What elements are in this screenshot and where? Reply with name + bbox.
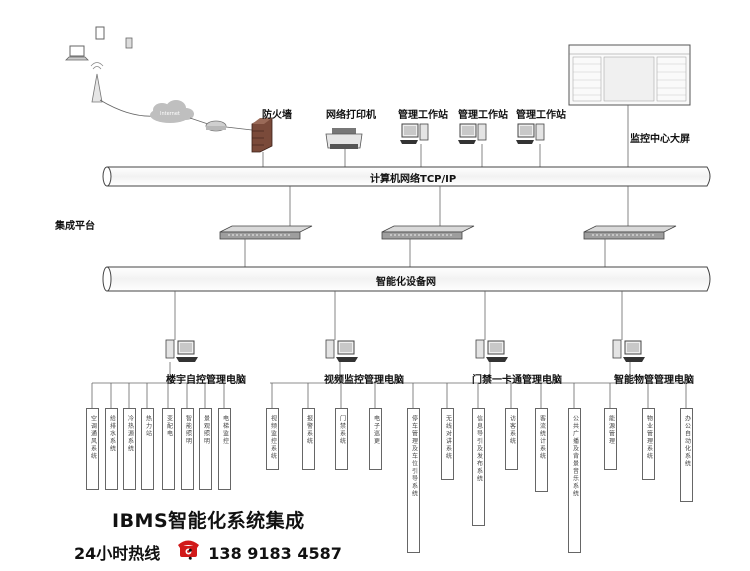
printer-label: 网络打印机 — [326, 110, 376, 121]
workstation-label-2: 管理工作站 — [458, 110, 508, 121]
subsystem-box: 电子巡更 — [369, 408, 382, 470]
device-network-label: 智能化设备网 — [376, 277, 436, 288]
subsystem-box: 无线对讲系统 — [441, 408, 454, 480]
internet-cloud-icon — [150, 100, 194, 123]
hotline: 24小时热线：138 9183 4587 — [74, 544, 342, 563]
subsystem-box: 冷热源系统 — [123, 408, 136, 490]
switch-icon — [381, 225, 475, 240]
subsystem-box: 停车管理及车位引导系统 — [407, 408, 420, 553]
red-phone-icon — [178, 540, 199, 557]
subsystem-box: 访客系统 — [505, 408, 518, 470]
subsystem-box: 办公自动化系统 — [680, 408, 693, 502]
management-pc-icon — [165, 339, 198, 362]
pc-label-cctv: 视频监控管理电脑 — [324, 375, 404, 386]
workstation-icon — [516, 123, 545, 144]
pc-label-access: 门禁一卡通管理电脑 — [472, 375, 562, 386]
workstation-icon — [400, 123, 429, 144]
subsystem-box: 变配电 — [162, 408, 175, 490]
subsystem-box: 公共广播及背景音乐系统 — [568, 408, 581, 553]
page-title: IBMS智能化系统集成 — [112, 510, 305, 532]
big-screen-label: 监控中心大屏 — [630, 134, 690, 145]
subsystem-box: 景观照明 — [199, 408, 212, 490]
laptop-icon — [65, 45, 89, 61]
phone-icon — [125, 37, 133, 49]
computer-network-label: 计算机网络TCP/IP — [370, 174, 457, 185]
management-pc-icon — [475, 339, 508, 362]
subsystem-box: 热力站 — [141, 408, 154, 490]
subsystem-box: 客流统计系统 — [535, 408, 548, 492]
workstation-icon — [458, 123, 487, 144]
firewall-label: 防火墙 — [262, 110, 292, 121]
subsystem-box: 空调通风系统 — [86, 408, 99, 490]
video-wall-icon — [568, 44, 691, 106]
router-icon — [205, 120, 227, 132]
firewall-icon — [251, 117, 273, 153]
switch-icon — [583, 225, 677, 240]
workstation-label-1: 管理工作站 — [398, 110, 448, 121]
subsystem-box: 电梯监控 — [218, 408, 231, 490]
subsystem-box: 能源管理 — [604, 408, 617, 470]
subsystem-box: 给排水系统 — [105, 408, 118, 490]
device-network-bus — [102, 266, 711, 292]
subsystem-box: 智能照明 — [181, 408, 194, 490]
subsystem-box: 物业管理系统 — [642, 408, 655, 480]
wifi-tower-icon — [90, 62, 104, 103]
pc-label-bas: 楼宇自控管理电脑 — [166, 375, 246, 386]
hotline-label: 24小时热线 — [74, 544, 161, 563]
subsystem-box: 报警系统 — [302, 408, 315, 470]
subsystem-box: 信息导引及发布系统 — [472, 408, 485, 526]
management-pc-icon — [325, 339, 358, 362]
workstation-label-3: 管理工作站 — [516, 110, 566, 121]
cloud-label: Internet — [160, 111, 180, 117]
printer-icon — [325, 128, 363, 149]
switch-icon — [219, 225, 313, 240]
platform-label: 集成平台 — [55, 221, 95, 232]
tablet-icon — [95, 26, 105, 40]
management-pc-icon — [612, 339, 645, 362]
pc-label-property: 智能物管管理电脑 — [614, 375, 694, 386]
hotline-number: 138 9183 4587 — [208, 544, 342, 563]
subsystem-box: 视频监控系统 — [266, 408, 279, 470]
computer-network-bus — [102, 166, 711, 187]
subsystem-box: 门禁系统 — [335, 408, 348, 470]
